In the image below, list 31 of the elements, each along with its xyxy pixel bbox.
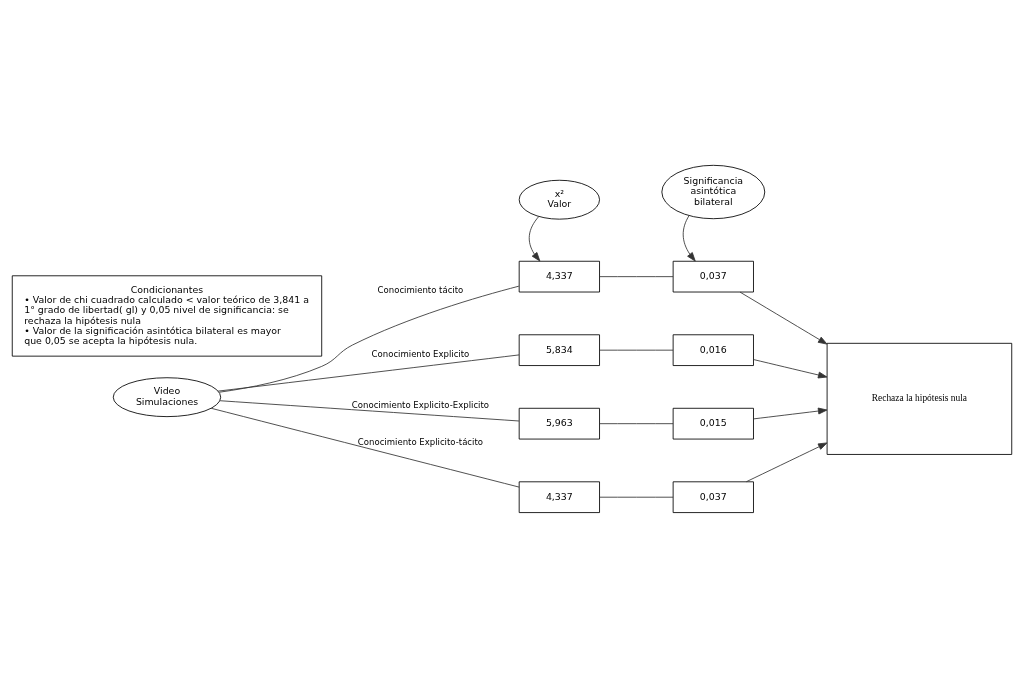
connector xyxy=(218,285,520,393)
node-box: 4,337 xyxy=(518,480,600,513)
node-box: Rechaza la hipótesis nula xyxy=(826,342,1013,455)
node-box: 5,963 xyxy=(518,407,600,439)
node-box: 0,037 xyxy=(672,480,754,513)
node-ellipse: x² Valor xyxy=(518,179,600,220)
node-box: 0,016 xyxy=(672,333,754,366)
edge-label: Conocimiento Explicito-tácito xyxy=(357,436,484,447)
edge-label: Conocimiento tácito xyxy=(377,284,464,295)
arrow xyxy=(528,215,541,261)
node-box: 0,015 xyxy=(672,407,754,439)
arrow xyxy=(739,291,828,345)
connector xyxy=(599,275,674,277)
arrow xyxy=(753,407,828,419)
arrow xyxy=(745,442,828,482)
edge-label: Conocimiento Explicito-Explicito xyxy=(351,399,490,410)
arrow xyxy=(753,358,828,378)
connector xyxy=(219,399,520,421)
connector xyxy=(599,422,674,424)
node-ellipse: Video Simulaciones xyxy=(112,376,222,417)
connector xyxy=(217,354,520,392)
connector xyxy=(599,496,674,498)
connector xyxy=(210,407,520,488)
node-box: Condicionantes • Valor de chi cuadrado calculado < valor teórico de 3,841 a 1° grado de libertad( gl) y 0,05 nivel de significancia: se rechaza la hipótesis nula • Valor de la significación asintótica bilateral es mayor que 0,05 se acepta la hipótesis nula. xyxy=(11,274,323,357)
node-box: 4,337 xyxy=(518,260,600,292)
node-box: 0,037 xyxy=(672,260,754,292)
edge-label: Conocimiento Explicito xyxy=(371,348,470,359)
node-ellipse: Significancia asintótica bilateral xyxy=(661,164,766,219)
connector xyxy=(599,349,674,351)
arrow xyxy=(682,214,696,262)
node-box: 5,834 xyxy=(518,333,600,366)
